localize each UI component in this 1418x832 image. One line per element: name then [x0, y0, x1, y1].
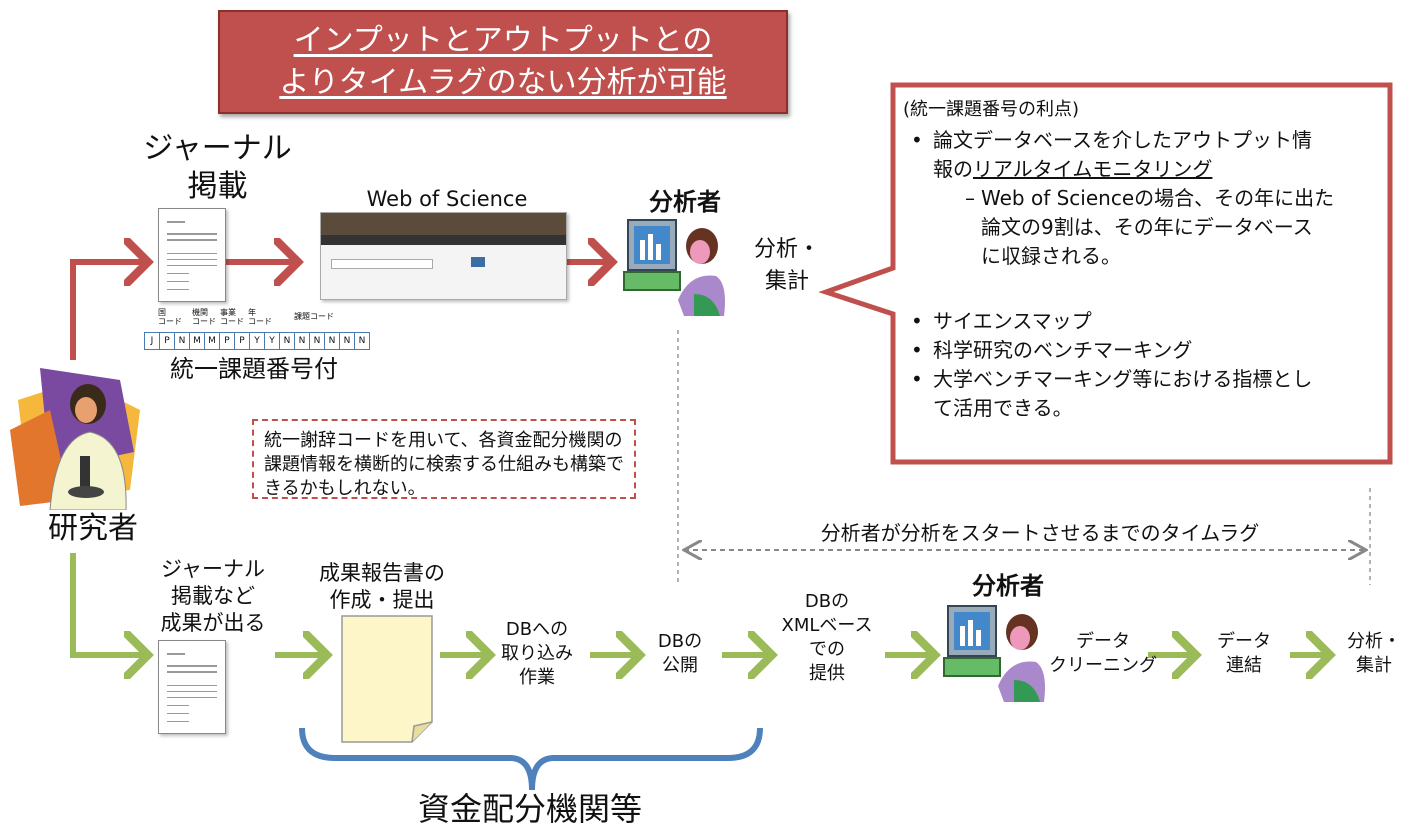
analyst-icon-bottom — [943, 605, 1045, 702]
note-box: 統一謝辞コードを用いて、各資金配分機関の課題情報を横断的に検索する仕組みも構築で… — [252, 419, 636, 499]
callout-sub-1-a: Web of Scienceの場合、その年に出た — [981, 186, 1335, 210]
analysis-label-bottom: 分析・ 集計 — [1336, 630, 1412, 678]
bottom-journal-2: 掲載など — [171, 584, 255, 608]
xml-provide-3: での — [809, 639, 845, 660]
analysis-bottom-2: 集計 — [1356, 655, 1392, 676]
researcher-label: 研究者 — [48, 511, 138, 546]
db-import-3: 作業 — [519, 667, 555, 688]
agency-bracket — [299, 727, 763, 791]
analyst-label-top: 分析者 — [649, 188, 721, 216]
cleaning-1: データ — [1076, 631, 1130, 652]
callout-content: (統一課題番号の利点) 論文データベースを介したアウトプット情 報のリアルタイム… — [903, 95, 1383, 423]
journal-label-line2: 掲載 — [187, 169, 248, 204]
journal-label-line1: ジャーナル — [143, 131, 292, 166]
code-cell: N — [294, 332, 310, 350]
db-import-2: 取り込み — [501, 643, 573, 664]
wos-screenshot — [320, 212, 567, 300]
analysis-label-top-2: 集計 — [764, 269, 809, 294]
cleaning-label: データ クリーニング — [1048, 630, 1158, 678]
db-import-1: DBへの — [505, 619, 569, 640]
timelag-label: 分析者が分析をスタートさせるまでのタイムラグ — [780, 520, 1300, 547]
code-cell: N — [174, 332, 190, 350]
callout-bullet-2: サイエンスマップ — [903, 307, 1383, 336]
code-label: 統一課題番号付 — [170, 355, 338, 383]
code-cell: Y — [249, 332, 265, 350]
callout-sub-1-b: 論文の9割は、その年にデータベース — [981, 215, 1313, 239]
callout-sub-1: Web of Scienceの場合、その年に出た 論文の9割は、その年にデータベ… — [903, 184, 1383, 271]
link-1: データ — [1217, 631, 1271, 652]
code-cell: Y — [264, 332, 280, 350]
title-line-2: よりタイムラグのない分析が可能 — [279, 65, 727, 100]
journal-paper-bottom — [158, 640, 226, 734]
code-header-program: 事業コード — [220, 308, 244, 326]
bottom-journal-label: ジャーナル 掲載など 成果が出る — [148, 556, 278, 637]
analysis-label-top-1: 分析・ — [753, 237, 820, 262]
xml-provide-label: DBの XMLベース での 提供 — [772, 590, 882, 686]
code-cell: P — [219, 332, 235, 350]
code-header-year: 年コード — [248, 308, 272, 326]
code-cell: P — [159, 332, 175, 350]
callout-bullet-4-b: て活用できる。 — [933, 396, 1073, 420]
callout-bullet-1-c: リアルタイムモニタリング — [973, 157, 1213, 181]
code-cell: N — [354, 332, 370, 350]
db-publish-1: DBの — [657, 631, 703, 652]
xml-provide-4: 提供 — [809, 663, 845, 684]
report-label: 成果報告書の 作成・提出 — [312, 560, 452, 614]
callout-bullet-1: 論文データベースを介したアウトプット情 報のリアルタイムモニタリング — [903, 126, 1383, 184]
link-2: 連結 — [1226, 655, 1262, 676]
analysis-label-top: 分析・ 集計 — [752, 234, 822, 298]
db-publish-label: DBの 公開 — [640, 630, 720, 678]
title-banner: インプットとアウトプットとの よりタイムラグのない分析が可能 — [218, 10, 788, 114]
wos-label: Web of Science — [366, 187, 528, 211]
journal-label-top: ジャーナル 掲載 — [130, 130, 305, 206]
code-cell: N — [279, 332, 295, 350]
bottom-journal-1: ジャーナル — [161, 557, 265, 581]
analyst-label-bottom: 分析者 — [972, 572, 1044, 600]
callout-bullet-4: 大学ベンチマーキング等における指標とし て活用できる。 — [903, 365, 1383, 423]
bottom-journal-3: 成果が出る — [160, 611, 266, 635]
link-label: データ 連結 — [1204, 630, 1284, 678]
xml-provide-2: XMLベース — [781, 615, 873, 636]
code-cell: N — [309, 332, 325, 350]
code-cell: P — [234, 332, 250, 350]
green-connector-vertical — [70, 553, 148, 655]
wos-header-bar — [321, 213, 566, 235]
code-cell: M — [189, 332, 205, 350]
red-connector-vertical — [70, 262, 148, 360]
db-publish-2: 公開 — [662, 655, 698, 676]
report-document-icon — [341, 615, 433, 743]
code-header-org: 機関コード — [192, 308, 216, 326]
code-cell: M — [204, 332, 220, 350]
analysis-bottom-1: 分析・ — [1347, 631, 1401, 652]
callout-bullet-1-b: 報の — [933, 157, 973, 181]
report-label-1: 成果報告書の — [319, 561, 445, 585]
code-header-country: 国コード — [158, 308, 182, 326]
callout-sub-1-c: に収録される。 — [981, 244, 1121, 268]
report-label-2: 作成・提出 — [329, 588, 435, 612]
journal-paper-top — [158, 208, 226, 302]
callout-bullet-4-a: 大学ベンチマーキング等における指標とし — [933, 367, 1313, 391]
title-line-1: インプットとアウトプットとの — [293, 23, 713, 58]
code-cell: N — [339, 332, 355, 350]
code-cell: J — [144, 332, 160, 350]
xml-provide-1: DBの — [804, 591, 850, 612]
code-cell: N — [324, 332, 340, 350]
code-header-project: 課題コード — [294, 312, 334, 321]
agency-label: 資金配分機関等 — [417, 790, 642, 828]
db-import-label: DBへの 取り込み 作業 — [482, 618, 592, 690]
callout-bullet-3: 科学研究のベンチマーキング — [903, 336, 1383, 365]
callout-heading: (統一課題番号の利点) — [903, 99, 1080, 120]
analyst-icon-top — [623, 219, 725, 316]
researcher-icon — [10, 368, 140, 510]
callout-bullet-1-a: 論文データベースを介したアウトプット情 — [933, 128, 1312, 152]
cleaning-2: クリーニング — [1049, 655, 1157, 676]
